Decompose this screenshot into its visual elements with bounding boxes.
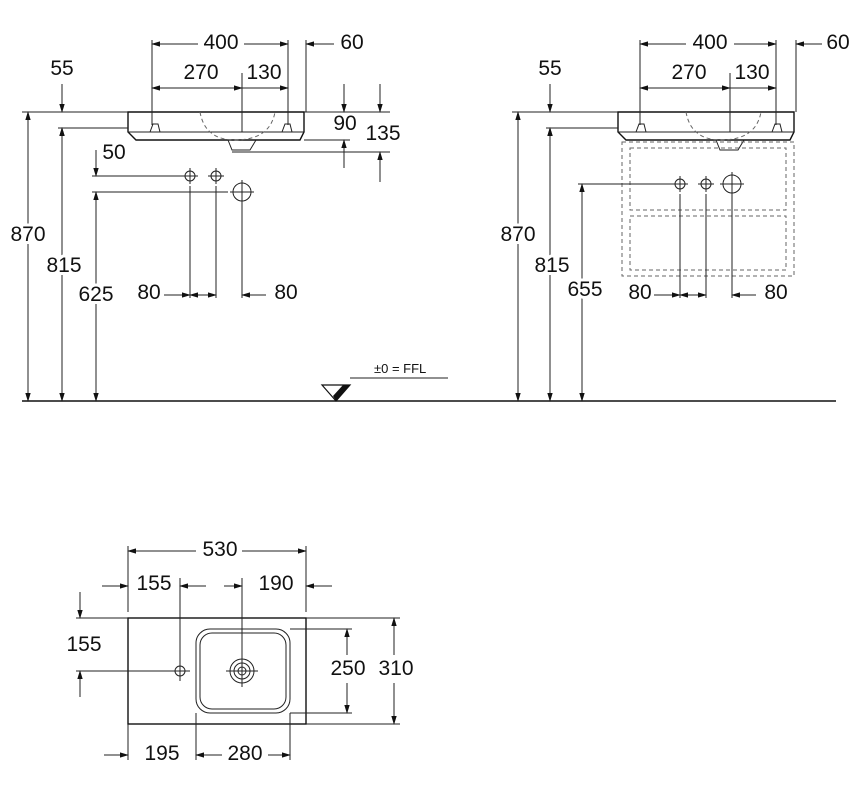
plan-bowl-depth: 250 xyxy=(330,657,365,680)
cabinet-spacing-right: 80 xyxy=(764,281,787,304)
cabinet-height-rim: 815 xyxy=(534,254,569,277)
vanity-cabinet xyxy=(621,141,795,277)
cabinet-width-left: 270 xyxy=(671,61,706,84)
cabinet-spacing-left: 80 xyxy=(628,281,651,304)
front-rim-offset: 55 xyxy=(50,57,73,80)
front-width-total: 400 xyxy=(203,31,238,54)
cabinet-overhang: 60 xyxy=(826,31,849,54)
plan-bowl-offset: 195 xyxy=(144,742,179,765)
front-height-90: 90 xyxy=(333,112,356,135)
cabinet-width-right: 130 xyxy=(734,61,769,84)
cabinet-rim-offset: 55 xyxy=(538,57,561,80)
front-width-left: 270 xyxy=(183,61,218,84)
front-overhang: 60 xyxy=(340,31,363,54)
front-height-135: 135 xyxy=(365,122,400,145)
floor-level-label: ±0 = FFL xyxy=(374,361,426,376)
floor-level-marker: ±0 = FFL xyxy=(320,361,448,402)
plan-tap-depth: 155 xyxy=(66,633,101,656)
front-tap-offset: 50 xyxy=(102,141,125,164)
plan-left-segment: 155 xyxy=(136,572,171,595)
plan-right-segment: 190 xyxy=(258,572,293,595)
front-height-total: 870 xyxy=(10,223,45,246)
front-view: 400 60 270 130 55 90 135 50 xyxy=(7,31,401,402)
front-height-rim: 815 xyxy=(46,254,81,277)
front-height-waste: 625 xyxy=(78,283,113,306)
cabinet-width-total: 400 xyxy=(692,31,727,54)
plan-view: 530 155 190 155 250 310 195 xyxy=(66,538,413,765)
plan-bowl-width: 280 xyxy=(227,742,262,765)
cabinet-view: 400 60 270 130 55 870 815 655 xyxy=(497,31,850,402)
plan-width-total: 530 xyxy=(202,538,237,561)
plan-depth-total: 310 xyxy=(378,657,413,680)
cabinet-height-waste: 655 xyxy=(567,278,602,301)
bowl-outline xyxy=(195,628,291,714)
front-spacing-left: 80 xyxy=(137,281,160,304)
cabinet-height-total: 870 xyxy=(500,223,535,246)
front-width-right: 130 xyxy=(246,61,281,84)
front-spacing-right: 80 xyxy=(274,281,297,304)
